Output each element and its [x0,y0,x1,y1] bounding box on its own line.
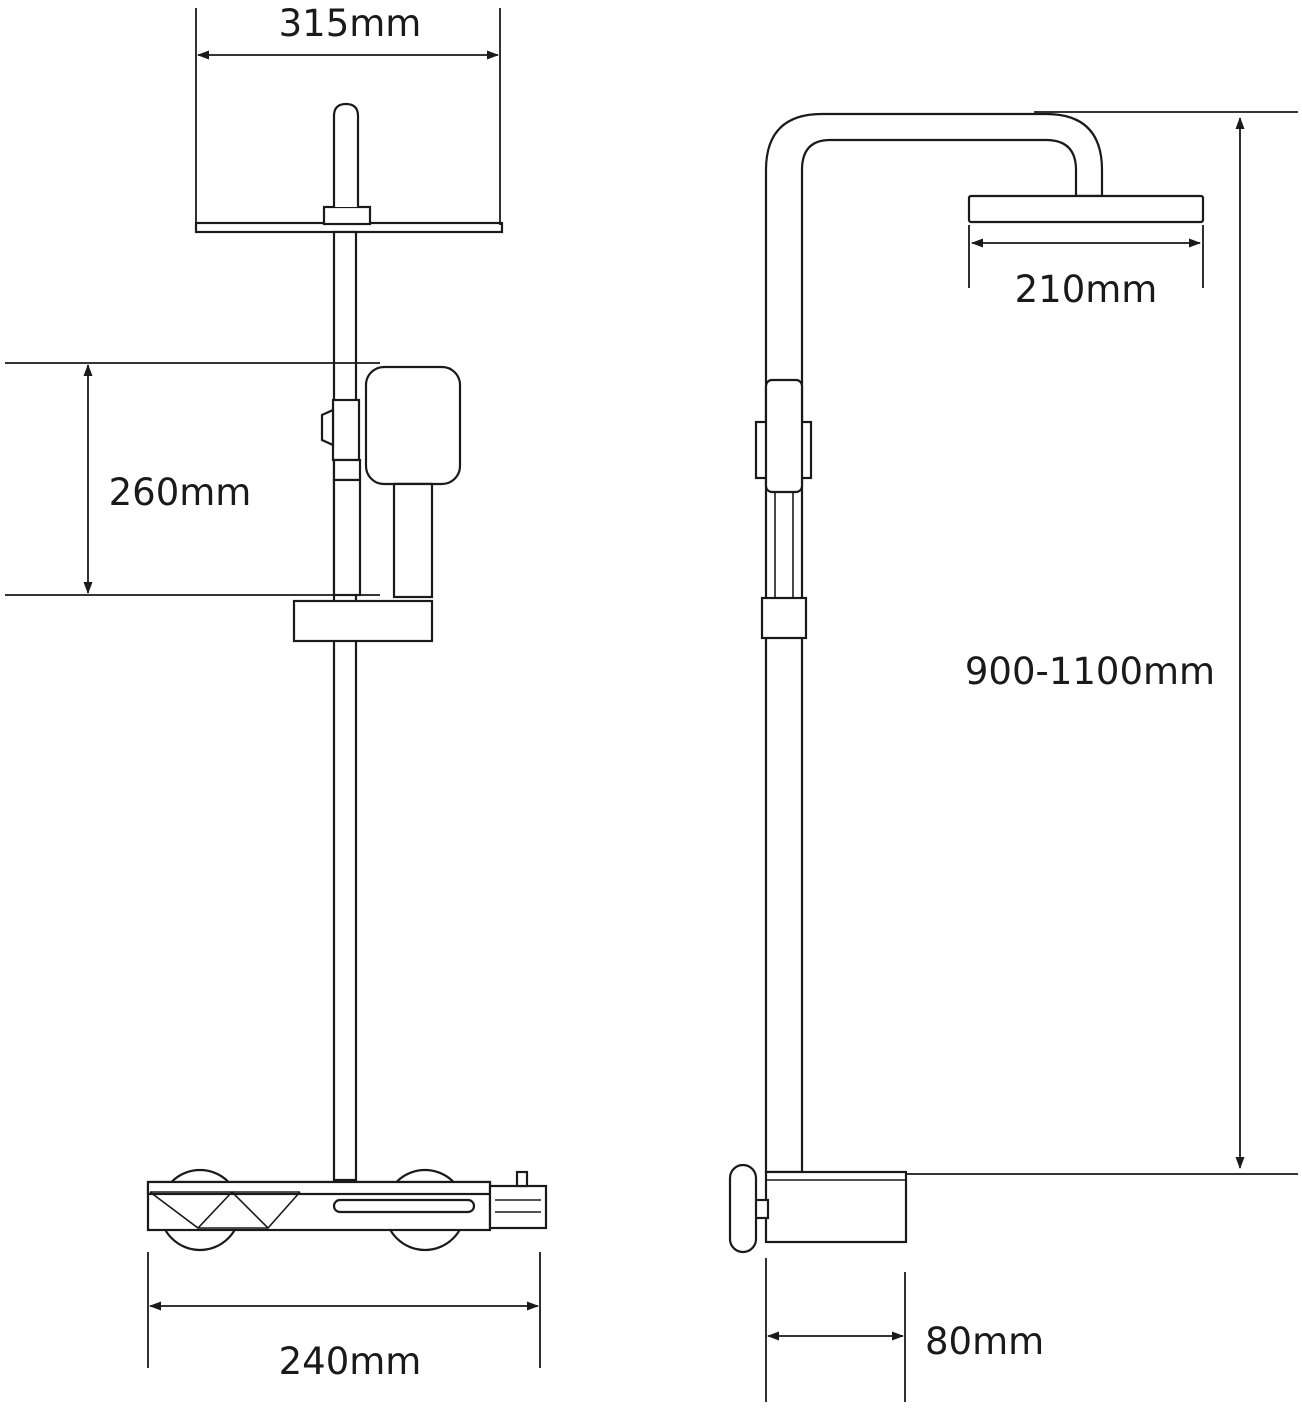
dimension-210: 210mm [968,225,1204,311]
front-riser-pipe [332,230,358,1182]
side-view: 210mm 900-1100mm 80mm [728,111,1298,1402]
dimension-240: 240mm [147,1252,541,1383]
dimension-900-1100: 900-1100mm [906,111,1298,1175]
front-hand-shower [364,365,462,599]
label-900-1100mm: 900-1100mm [965,650,1215,693]
side-bracket [754,378,813,640]
dimension-315: 315mm [195,2,501,225]
label-240mm: 240mm [279,1340,422,1383]
label-210mm: 210mm [1015,268,1158,311]
label-260mm: 260mm [109,471,252,514]
label-315mm: 315mm [279,2,422,45]
label-80mm: 80mm [925,1320,1044,1363]
front-slide-bar [320,398,362,597]
side-valve [728,1163,908,1254]
side-overhead-head [967,194,1205,224]
dimension-80: 80mm [765,1258,1044,1402]
front-view: 315mm 260mm 240mm [5,2,548,1383]
front-overhead-head [194,102,504,234]
front-shelf [292,599,434,643]
side-shower-arm [764,112,1104,1174]
front-valve [146,1168,548,1252]
dimension-260: 260mm [5,362,380,596]
